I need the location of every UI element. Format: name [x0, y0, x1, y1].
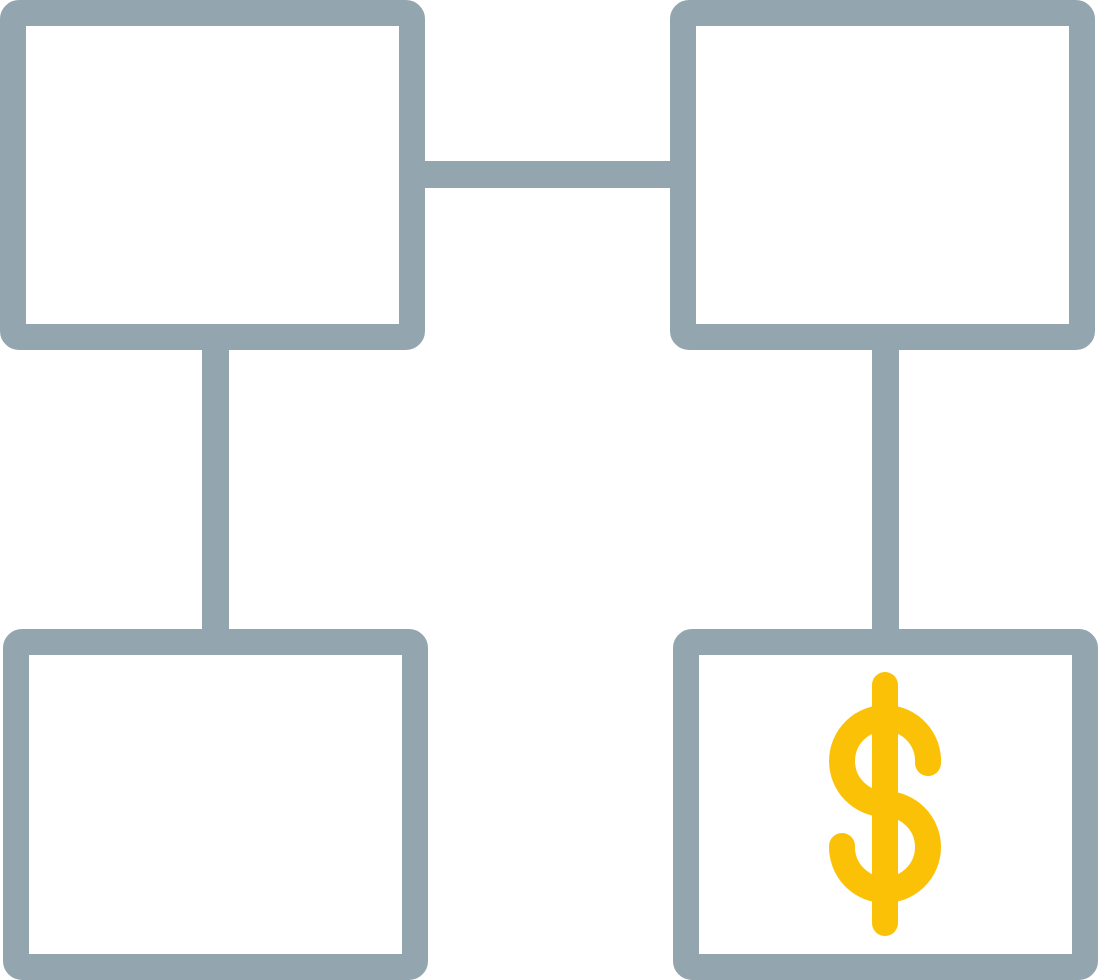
node-bottom-left [3, 629, 428, 980]
dollar-sign-icon [828, 672, 942, 936]
connector-left-vertical [202, 337, 229, 642]
node-top-left [0, 0, 425, 350]
connector-right-vertical [872, 337, 899, 642]
node-top-right [670, 0, 1095, 350]
connector-top-horizontal [412, 161, 683, 188]
